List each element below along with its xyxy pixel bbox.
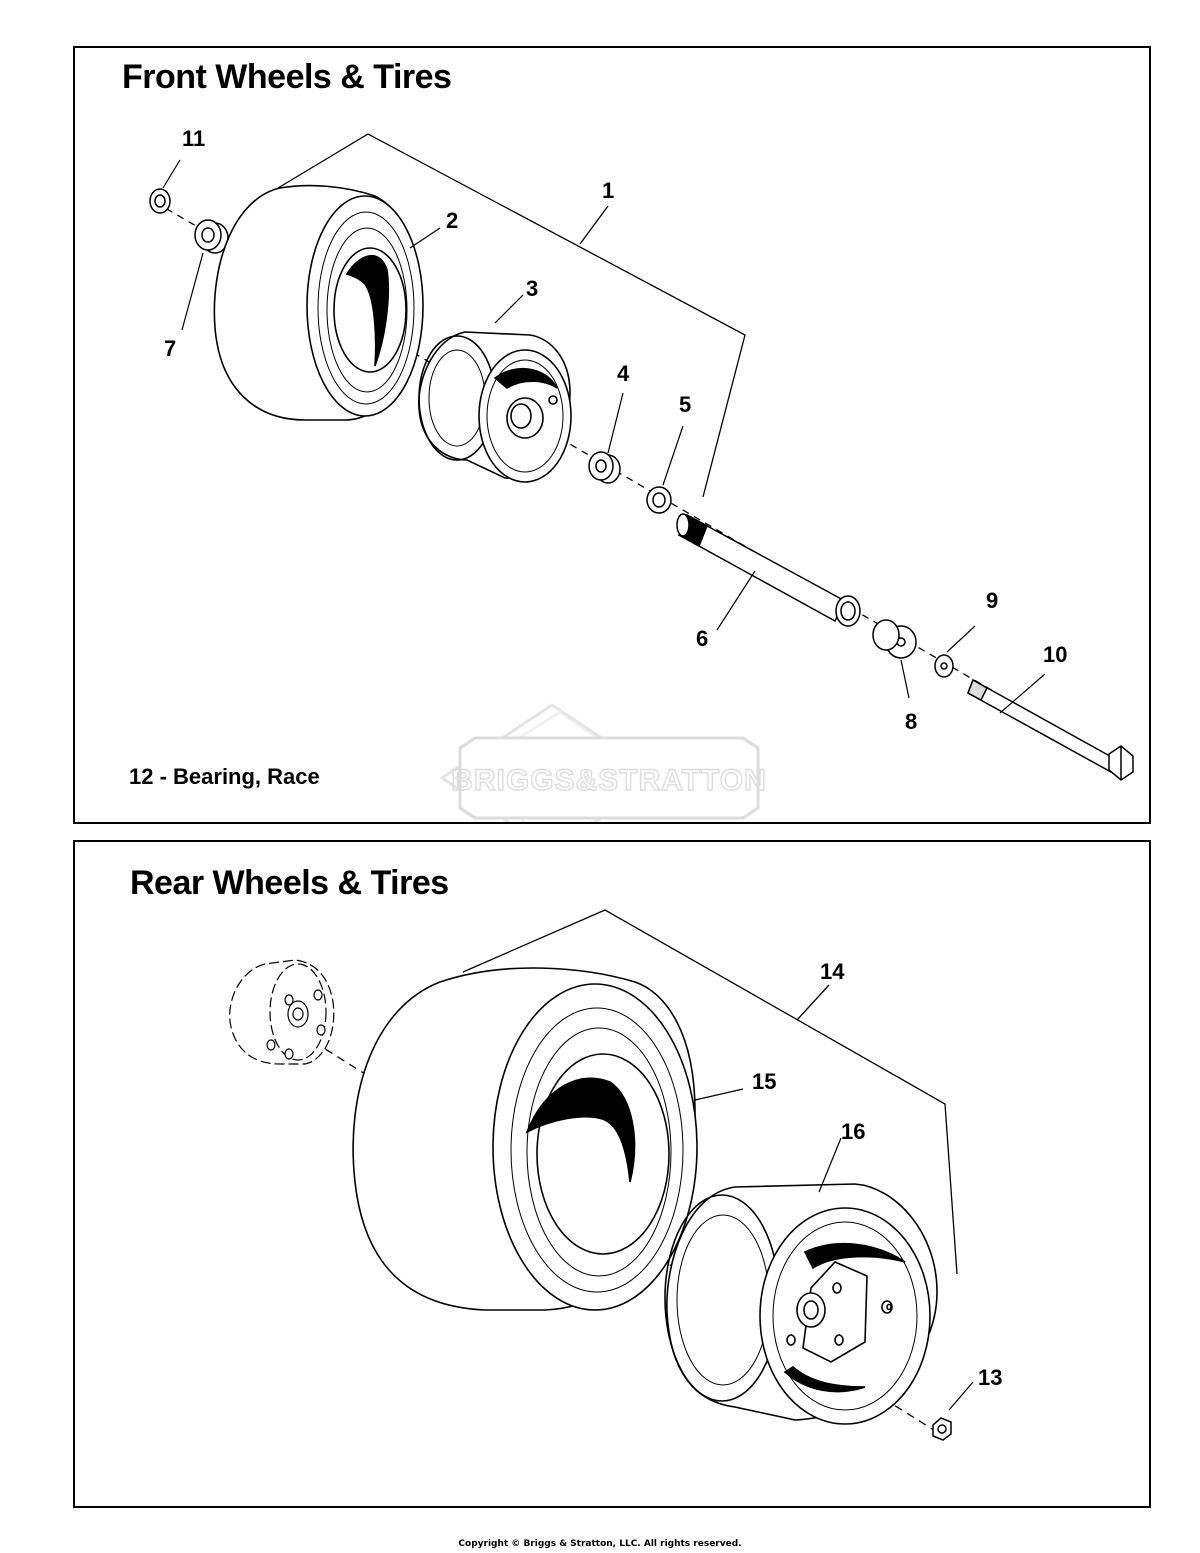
rear-rim-part xyxy=(664,1183,938,1425)
cap-nut-part xyxy=(149,188,171,214)
callout-6: 6 xyxy=(696,626,708,651)
brand-watermark: BRIGGS&STRATTON xyxy=(439,703,767,822)
rear-tire-part xyxy=(352,967,698,1311)
callout-1: 1 xyxy=(602,178,614,203)
callout-16: 16 xyxy=(841,1119,865,1144)
axle-tube-part xyxy=(676,513,861,627)
callout-5: 5 xyxy=(679,392,691,417)
spacer-part xyxy=(872,619,917,659)
callout-13: 13 xyxy=(978,1365,1002,1390)
callout-2: 2 xyxy=(446,208,458,233)
leader-lines xyxy=(162,159,1046,714)
hub-part xyxy=(229,959,335,1065)
watermark-text: BRIGGS&STRATTON xyxy=(451,764,767,797)
callout-11: 11 xyxy=(182,126,205,151)
front-exploded-diagram: BRIGGS&STRATTON xyxy=(149,126,1134,822)
copyright-footer: Copyright © Briggs & Stratton, LLC. All … xyxy=(458,1539,742,1549)
callout-9: 9 xyxy=(986,588,998,613)
leader-lines xyxy=(694,1088,974,1411)
callout-8: 8 xyxy=(905,709,917,734)
rear-panel-title: Rear Wheels & Tires xyxy=(130,864,449,902)
callout-14: 14 xyxy=(820,959,845,984)
bearing-race-note: 12 - Bearing, Race xyxy=(129,764,320,789)
callout-7: 7 xyxy=(164,336,176,361)
rear-exploded-diagram: 14 15 16 13 xyxy=(229,909,1002,1441)
assembly-bracket xyxy=(277,133,746,498)
callout-4: 4 xyxy=(617,361,630,386)
callout-3: 3 xyxy=(526,276,538,301)
assembly-bracket xyxy=(462,909,958,1275)
front-panel-title: Front Wheels & Tires xyxy=(122,58,452,96)
bearing-part xyxy=(194,219,229,254)
front-wheels-panel: Front Wheels & Tires BRIGGS&STRATTON xyxy=(73,46,1151,824)
flat-washer-part xyxy=(934,654,954,678)
rear-wheels-panel: Rear Wheels & Tires xyxy=(73,840,1151,1508)
hub-studs xyxy=(266,989,326,1060)
axle-bolt-part xyxy=(967,678,1134,781)
callout-15: 15 xyxy=(752,1069,776,1094)
washer-part xyxy=(646,486,672,514)
callout-10: 10 xyxy=(1043,642,1067,667)
race-bearing-part xyxy=(588,451,621,484)
front-tire-part xyxy=(213,184,424,421)
lug-nut-part xyxy=(932,1417,952,1441)
front-rim-part xyxy=(418,331,572,483)
